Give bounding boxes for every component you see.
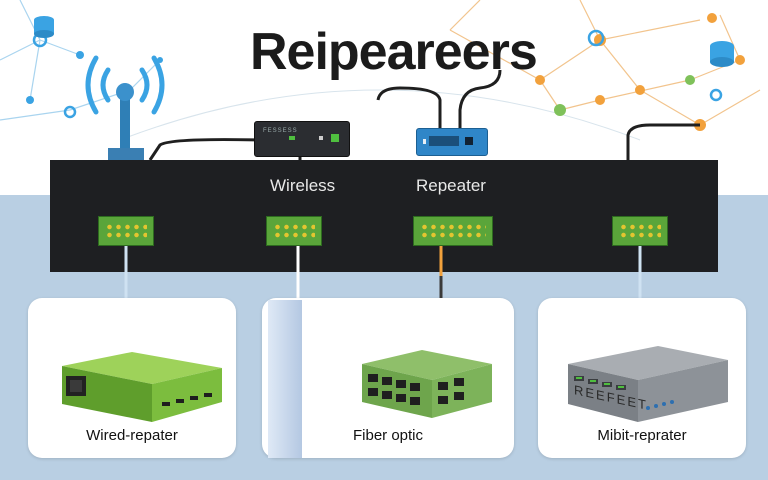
- router-led: [319, 136, 323, 140]
- blue-repeater-device: [416, 128, 488, 156]
- router-device: FESSESS: [254, 121, 350, 157]
- page-title: Reipeareers: [250, 23, 538, 81]
- router-label: FESSESS: [263, 128, 298, 134]
- router-led: [289, 136, 295, 140]
- wireless-antenna-icon: [85, 55, 165, 160]
- router-led: [331, 134, 339, 142]
- fiber-optic-switch-icon: [362, 350, 492, 418]
- repeater-port: [465, 137, 473, 145]
- top-cables: [148, 69, 700, 162]
- fiber-light-strip: [268, 300, 302, 458]
- wired-repeater-device-icon: [62, 352, 222, 422]
- database-icon: [710, 41, 734, 67]
- card-label: Mibit-reprater: [597, 427, 687, 444]
- database-icon: [34, 16, 54, 38]
- card-label: Wired-repater: [86, 427, 178, 444]
- repeater-led: [423, 139, 426, 144]
- wireless-label: Wireless: [270, 176, 336, 195]
- repeater-screen: [429, 136, 459, 146]
- switch-port-module: [413, 216, 493, 246]
- switch-port-module: [612, 216, 668, 246]
- card-multi-repeater: REEFEET Mibit-reprater: [538, 298, 746, 458]
- multi-repeater-device-icon: [568, 346, 728, 422]
- card-label: Fiber optic: [352, 427, 424, 444]
- switch-port-module: [266, 216, 322, 246]
- switch-port-module: [98, 216, 154, 246]
- card-fiber-optic: Fiber optic: [262, 298, 514, 458]
- network-switch-bar: [50, 160, 718, 272]
- card-wired-repeater: Wired-repater: [28, 298, 236, 458]
- repeater-label: Repeater: [416, 176, 486, 195]
